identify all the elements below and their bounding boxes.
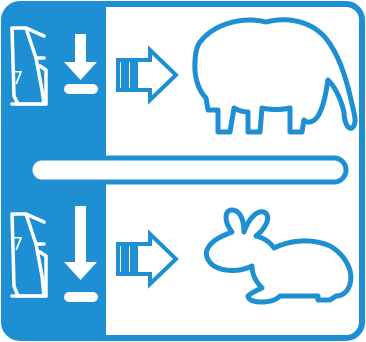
marker-digit: 7 xyxy=(12,234,23,255)
separator-bar xyxy=(30,158,346,182)
marker-digit: 7 xyxy=(12,68,23,89)
